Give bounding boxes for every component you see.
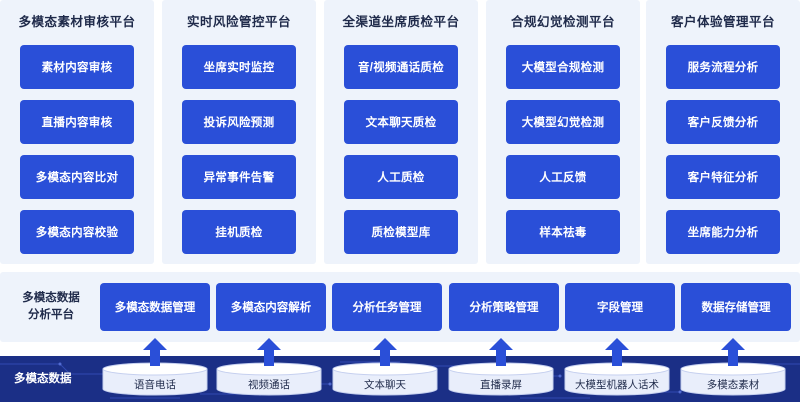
feature-button[interactable]: 样本祛毒 <box>506 210 620 254</box>
arrow-up-icon <box>257 338 281 366</box>
data-source-cylinder[interactable]: 视频通话 <box>216 362 322 396</box>
data-source-cylinder[interactable]: 文本聊天 <box>332 362 438 396</box>
feature-button[interactable]: 直播内容审核 <box>20 100 134 144</box>
feature-button[interactable]: 大模型合规检测 <box>506 45 620 89</box>
platform-column-3: 全渠道坐席质检平台 音/视频通话质检 文本聊天质检 人工质检 质检模型库 <box>324 0 478 264</box>
data-source-cylinder[interactable]: 大模型机器人话术 <box>564 362 670 396</box>
platform-column-4: 合规幻觉检测平台 大模型合规检测 大模型幻觉检测 人工反馈 样本祛毒 <box>486 0 640 264</box>
analysis-platform-label-line: 分析平台 <box>28 309 74 321</box>
feature-button[interactable]: 挂机质检 <box>182 210 296 254</box>
analysis-module-button[interactable]: 多模态内容解析 <box>216 283 326 331</box>
cylinder-icon <box>448 362 554 396</box>
feature-button[interactable]: 人工反馈 <box>506 155 620 199</box>
data-source-cylinder[interactable]: 多模态素材 <box>680 362 786 396</box>
analysis-module-button[interactable]: 分析策略管理 <box>449 283 559 331</box>
feature-button[interactable]: 大模型幻觉检测 <box>506 100 620 144</box>
feature-button[interactable]: 服务流程分析 <box>666 45 780 89</box>
data-source-cylinder[interactable]: 直播录屏 <box>448 362 554 396</box>
feature-button[interactable]: 多模态内容比对 <box>20 155 134 199</box>
data-source-label: 文本聊天 <box>364 379 406 391</box>
feature-button[interactable]: 异常事件告警 <box>182 155 296 199</box>
analysis-platform-label: 多模态数据 分析平台 <box>12 290 90 324</box>
data-layer-label: 多模态数据 <box>14 373 72 385</box>
data-source-label: 语音电话 <box>134 379 176 391</box>
platform-title: 合规幻觉检测平台 <box>510 15 615 29</box>
arrow-up-icon <box>373 338 397 366</box>
analysis-module-button[interactable]: 字段管理 <box>565 283 675 331</box>
data-source-label: 多模态素材 <box>706 379 760 391</box>
platform-column-2: 实时风险管控平台 坐席实时监控 投诉风险预测 异常事件告警 挂机质检 <box>162 0 316 264</box>
platform-title: 多模态素材审核平台 <box>18 15 136 29</box>
platform-title: 实时风险管控平台 <box>186 15 291 29</box>
analysis-platform-label-line: 多模态数据 <box>22 292 80 304</box>
platform-column-5: 客户体验管理平台 服务流程分析 客户反馈分析 客户特征分析 坐席能力分析 <box>646 0 800 264</box>
data-source-label: 大模型机器人话术 <box>575 379 659 391</box>
feature-button[interactable]: 素材内容审核 <box>20 45 134 89</box>
cylinder-icon <box>102 362 208 396</box>
feature-button[interactable]: 质检模型库 <box>344 210 458 254</box>
arrow-up-icon <box>489 338 513 366</box>
platform-column-1: 多模态素材审核平台 素材内容审核 直播内容审核 多模态内容比对 多模态内容校验 <box>0 0 154 264</box>
feature-button[interactable]: 坐席实时监控 <box>182 45 296 89</box>
analysis-platform-layer: 多模态数据 分析平台 多模态数据管理 多模态内容解析 分析任务管理 分析策略管理… <box>0 272 800 342</box>
data-source-label: 视频通话 <box>248 379 290 391</box>
arrow-up-icon <box>605 338 629 366</box>
platform-title: 客户体验管理平台 <box>670 15 775 29</box>
feature-button[interactable]: 文本聊天质检 <box>344 100 458 144</box>
cylinder-icon <box>564 362 670 396</box>
cylinder-icon <box>216 362 322 396</box>
feature-button[interactable]: 客户反馈分析 <box>666 100 780 144</box>
feature-button[interactable]: 坐席能力分析 <box>666 210 780 254</box>
analysis-module-button[interactable]: 数据存储管理 <box>681 283 791 331</box>
analysis-module-button[interactable]: 分析任务管理 <box>332 283 442 331</box>
arrow-up-icon <box>143 338 167 366</box>
cylinder-icon <box>680 362 786 396</box>
feature-button[interactable]: 人工质检 <box>344 155 458 199</box>
platform-title: 全渠道坐席质检平台 <box>342 15 460 29</box>
data-source-cylinder[interactable]: 语音电话 <box>102 362 208 396</box>
arrow-up-icon <box>721 338 745 366</box>
feature-button[interactable]: 客户特征分析 <box>666 155 780 199</box>
platform-layer: 多模态素材审核平台 素材内容审核 直播内容审核 多模态内容比对 多模态内容校验 … <box>0 0 800 264</box>
feature-button[interactable]: 投诉风险预测 <box>182 100 296 144</box>
analysis-module-button[interactable]: 多模态数据管理 <box>100 283 210 331</box>
feature-button[interactable]: 多模态内容校验 <box>20 210 134 254</box>
feature-button[interactable]: 音/视频通话质检 <box>344 45 458 89</box>
data-source-label: 直播录屏 <box>480 379 522 391</box>
data-layer: 多模态数据 语音电话 视频通话 文本聊天 直播录屏 大模型机器人 <box>0 356 800 402</box>
